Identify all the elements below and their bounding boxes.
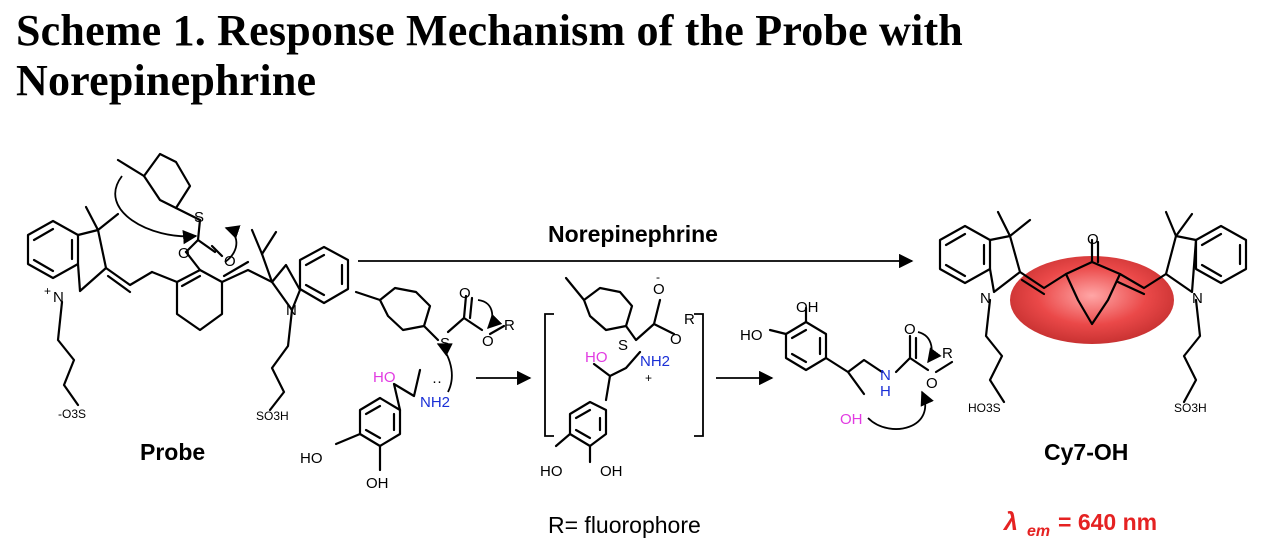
ne-ho-beta: HO <box>373 369 396 386</box>
int-r: R <box>684 311 695 328</box>
carb-nh-n: N <box>880 367 891 384</box>
norepinephrine-structure <box>334 343 453 472</box>
cy7-sulfonate-right: SO3H <box>1174 401 1207 415</box>
carb-ho-left: HO <box>740 327 763 344</box>
cy7-sulfonate-left: HO3S <box>968 401 1001 415</box>
int-o-minus: O <box>653 281 665 298</box>
emission-lambda: λ <box>1002 508 1018 536</box>
carb-r: R <box>942 345 953 362</box>
probe-plus-sign: + <box>44 284 51 298</box>
cy7-n-left: N <box>980 290 991 307</box>
thio-o-r: O <box>482 333 494 350</box>
int-oh-ring: OH <box>600 463 623 480</box>
reagent-label: Norepinephrine <box>548 221 718 247</box>
ne-nh2: NH2 <box>420 394 450 411</box>
carb-oh-side: OH <box>840 411 863 428</box>
cy7-o: O <box>1087 231 1099 248</box>
probe-n-plus: N <box>53 289 64 306</box>
int-s: S <box>618 337 628 354</box>
thiocarbonate-structure <box>354 286 506 342</box>
product-name: Cy7-OH <box>1044 439 1128 465</box>
int-ho: HO <box>585 349 608 366</box>
thio-s: S <box>440 335 450 352</box>
emission-value: = 640 nm <box>1058 509 1157 535</box>
emission-subscript: em <box>1027 523 1050 540</box>
probe-structure <box>26 152 350 412</box>
int-ho-ring: HO <box>540 463 563 480</box>
cy7-oh-structure <box>938 210 1248 404</box>
fluorophore-note: R= fluorophore <box>548 512 701 538</box>
thio-o-top: O <box>459 285 471 302</box>
ne-lone-pair: ·· <box>432 373 442 390</box>
carb-o-r: O <box>926 375 938 392</box>
chromophore-highlight <box>1010 256 1174 344</box>
probe-sulfonate-left: -O3S <box>58 407 86 421</box>
probe-ether-o: O <box>178 245 190 262</box>
int-minus-sign: - <box>656 270 660 284</box>
probe-s: S <box>194 209 204 226</box>
probe-carbonyl-o: O <box>224 253 236 270</box>
carbamate-structure <box>768 306 954 430</box>
probe-name: Probe <box>140 439 205 465</box>
int-plus-sign: + <box>645 371 652 385</box>
ne-ho-ring: HO <box>300 450 323 467</box>
probe-sulfonate-right: SO3H <box>256 409 289 423</box>
intermediate-structure <box>544 276 704 464</box>
probe-n: N <box>286 302 297 319</box>
int-o-r: O <box>670 331 682 348</box>
carb-nh-h: H <box>880 383 891 400</box>
carb-oh-top: OH <box>796 299 819 316</box>
ne-oh-ring: OH <box>366 475 389 492</box>
int-nh2-plus: NH2 <box>640 353 670 370</box>
carb-o-top: O <box>904 321 916 338</box>
thio-r: R <box>504 317 515 334</box>
scheme-title: Scheme 1. Response Mechanism of the Prob… <box>16 6 963 105</box>
cy7-n-right: N <box>1192 290 1203 307</box>
